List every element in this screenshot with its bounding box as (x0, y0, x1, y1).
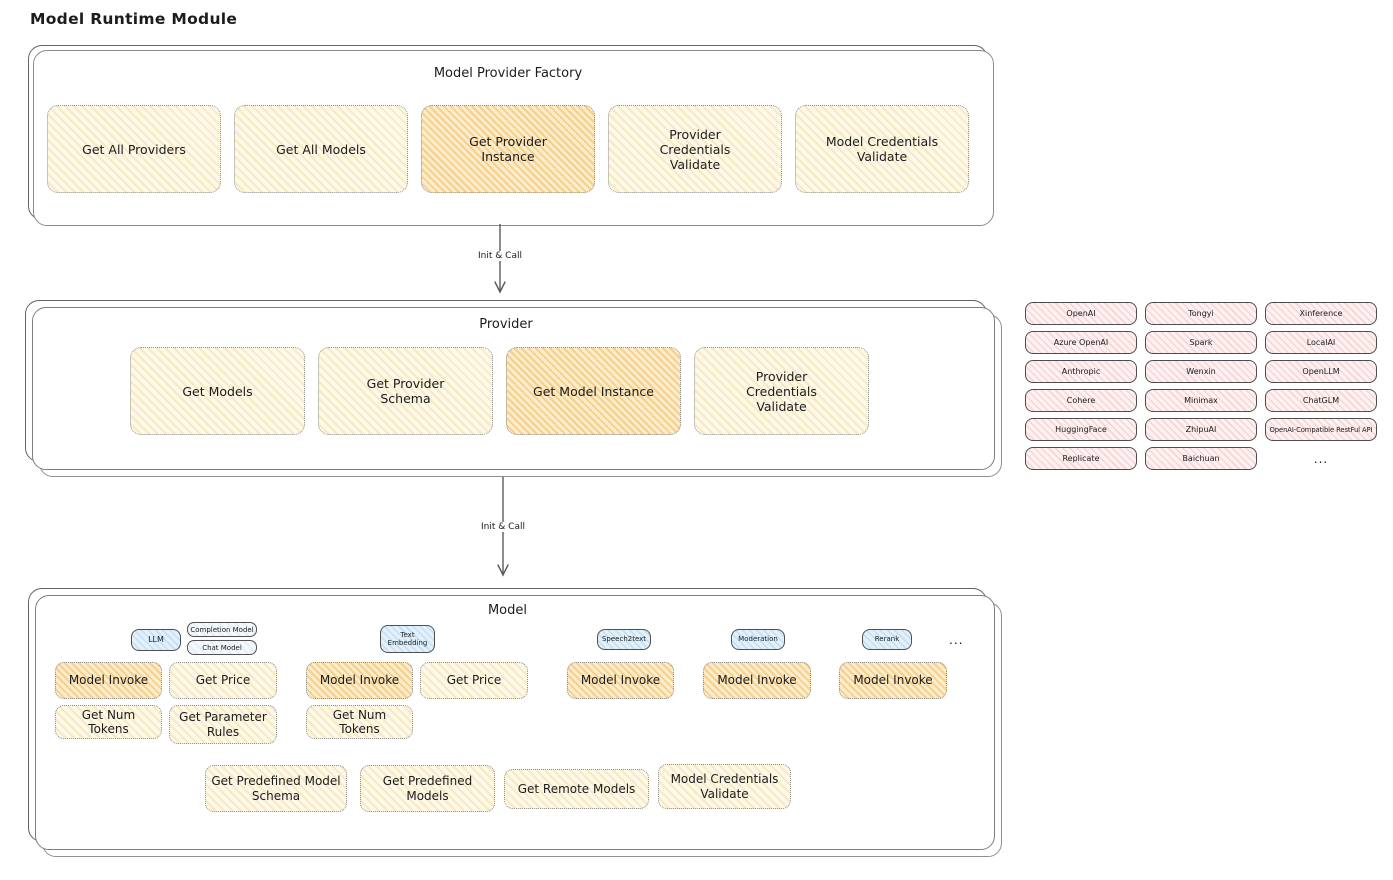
provider-cell: Azure OpenAI (1025, 331, 1137, 354)
provider-panel: Provider Get Models Get Provider Schema … (25, 300, 987, 462)
provider-cell: HuggingFace (1025, 418, 1137, 441)
model-panel: Model LLM Completion Model Chat Model Te… (28, 588, 987, 842)
provider-cell: ChatGLM (1265, 389, 1377, 412)
func-box-provider-credentials-validate-2: Provider Credentials Validate (694, 347, 869, 435)
provider-cell: ZhipuAI (1145, 418, 1257, 441)
func-box-model-invoke-llm: Model Invoke (55, 662, 162, 699)
badge-rerank: Rerank (862, 629, 912, 650)
badge-text-embedding: Text Embedding (380, 625, 435, 653)
func-box-model-credentials-validate-bottom: Model Credentials Validate (658, 764, 791, 809)
func-box-get-num-tokens-llm: Get Num Tokens (55, 705, 162, 739)
provider-cell: Spark (1145, 331, 1257, 354)
func-box-get-predefined-models: Get Predefined Models (360, 765, 495, 812)
func-box-get-all-providers: Get All Providers (47, 105, 221, 193)
page-title: Model Runtime Module (30, 10, 238, 28)
func-box-get-price-llm: Get Price (169, 662, 277, 699)
provider-cell: Anthropic (1025, 360, 1137, 383)
provider-cell: Tongyi (1145, 302, 1257, 325)
func-box-model-invoke-moderation: Model Invoke (703, 662, 811, 699)
provider-cell: Baichuan (1145, 447, 1257, 470)
func-box-get-predefined-model-schema: Get Predefined Model Schema (205, 765, 347, 812)
provider-cell: Minimax (1145, 389, 1257, 412)
badge-llm: LLM (131, 629, 181, 651)
badge-chat-model: Chat Model (187, 640, 257, 655)
provider-cell: LocalAI (1265, 331, 1377, 354)
init-call-arrow-1 (494, 224, 506, 294)
provider-cell: OpenLLM (1265, 360, 1377, 383)
badge-speech2text: Speech2text (597, 629, 651, 650)
func-box-get-remote-models: Get Remote Models (504, 769, 649, 809)
provider-cell: OpenAI-Compatible RestFul API (1265, 418, 1377, 441)
factory-title: Model Provider Factory (433, 66, 583, 81)
provider-cell: Wenxin (1145, 360, 1257, 383)
func-box-model-invoke-speech2text: Model Invoke (567, 662, 674, 699)
provider-cell: Replicate (1025, 447, 1137, 470)
provider-cell: Cohere (1025, 389, 1137, 412)
init-call-label-1: Init & Call (450, 251, 550, 261)
func-box-get-parameter-rules: Get Parameter Rules (169, 705, 277, 744)
provider-grid-ellipsis: ... (1313, 451, 1329, 466)
func-box-get-model-instance: Get Model Instance (506, 347, 681, 435)
badge-completion-model: Completion Model (187, 622, 257, 637)
provider-title: Provider (479, 317, 533, 332)
badge-moderation: Moderation (731, 629, 785, 650)
func-box-get-models: Get Models (130, 347, 305, 435)
func-box-model-credentials-validate: Model Credentials Validate (795, 105, 969, 193)
func-box-provider-credentials-validate: Provider Credentials Validate (608, 105, 782, 193)
provider-cell: OpenAI (1025, 302, 1137, 325)
func-box-get-num-tokens-text-embedding: Get Num Tokens (306, 705, 413, 739)
func-box-get-all-models: Get All Models (234, 105, 408, 193)
func-box-get-provider-schema: Get Provider Schema (318, 347, 493, 435)
func-box-model-invoke-rerank: Model Invoke (839, 662, 947, 699)
factory-panel: Model Provider Factory Get All Providers… (28, 45, 988, 220)
provider-grid: OpenAI Tongyi Xinference Azure OpenAI Sp… (1025, 302, 1377, 470)
init-call-label-2: Init & Call (453, 522, 553, 532)
model-title: Model (487, 603, 528, 618)
func-box-get-price-text-embedding: Get Price (420, 662, 528, 699)
func-box-model-invoke-text-embedding: Model Invoke (306, 662, 413, 699)
model-badges-ellipsis: ... (949, 633, 964, 647)
func-box-get-provider-instance: Get Provider Instance (421, 105, 595, 193)
provider-cell: Xinference (1265, 302, 1377, 325)
